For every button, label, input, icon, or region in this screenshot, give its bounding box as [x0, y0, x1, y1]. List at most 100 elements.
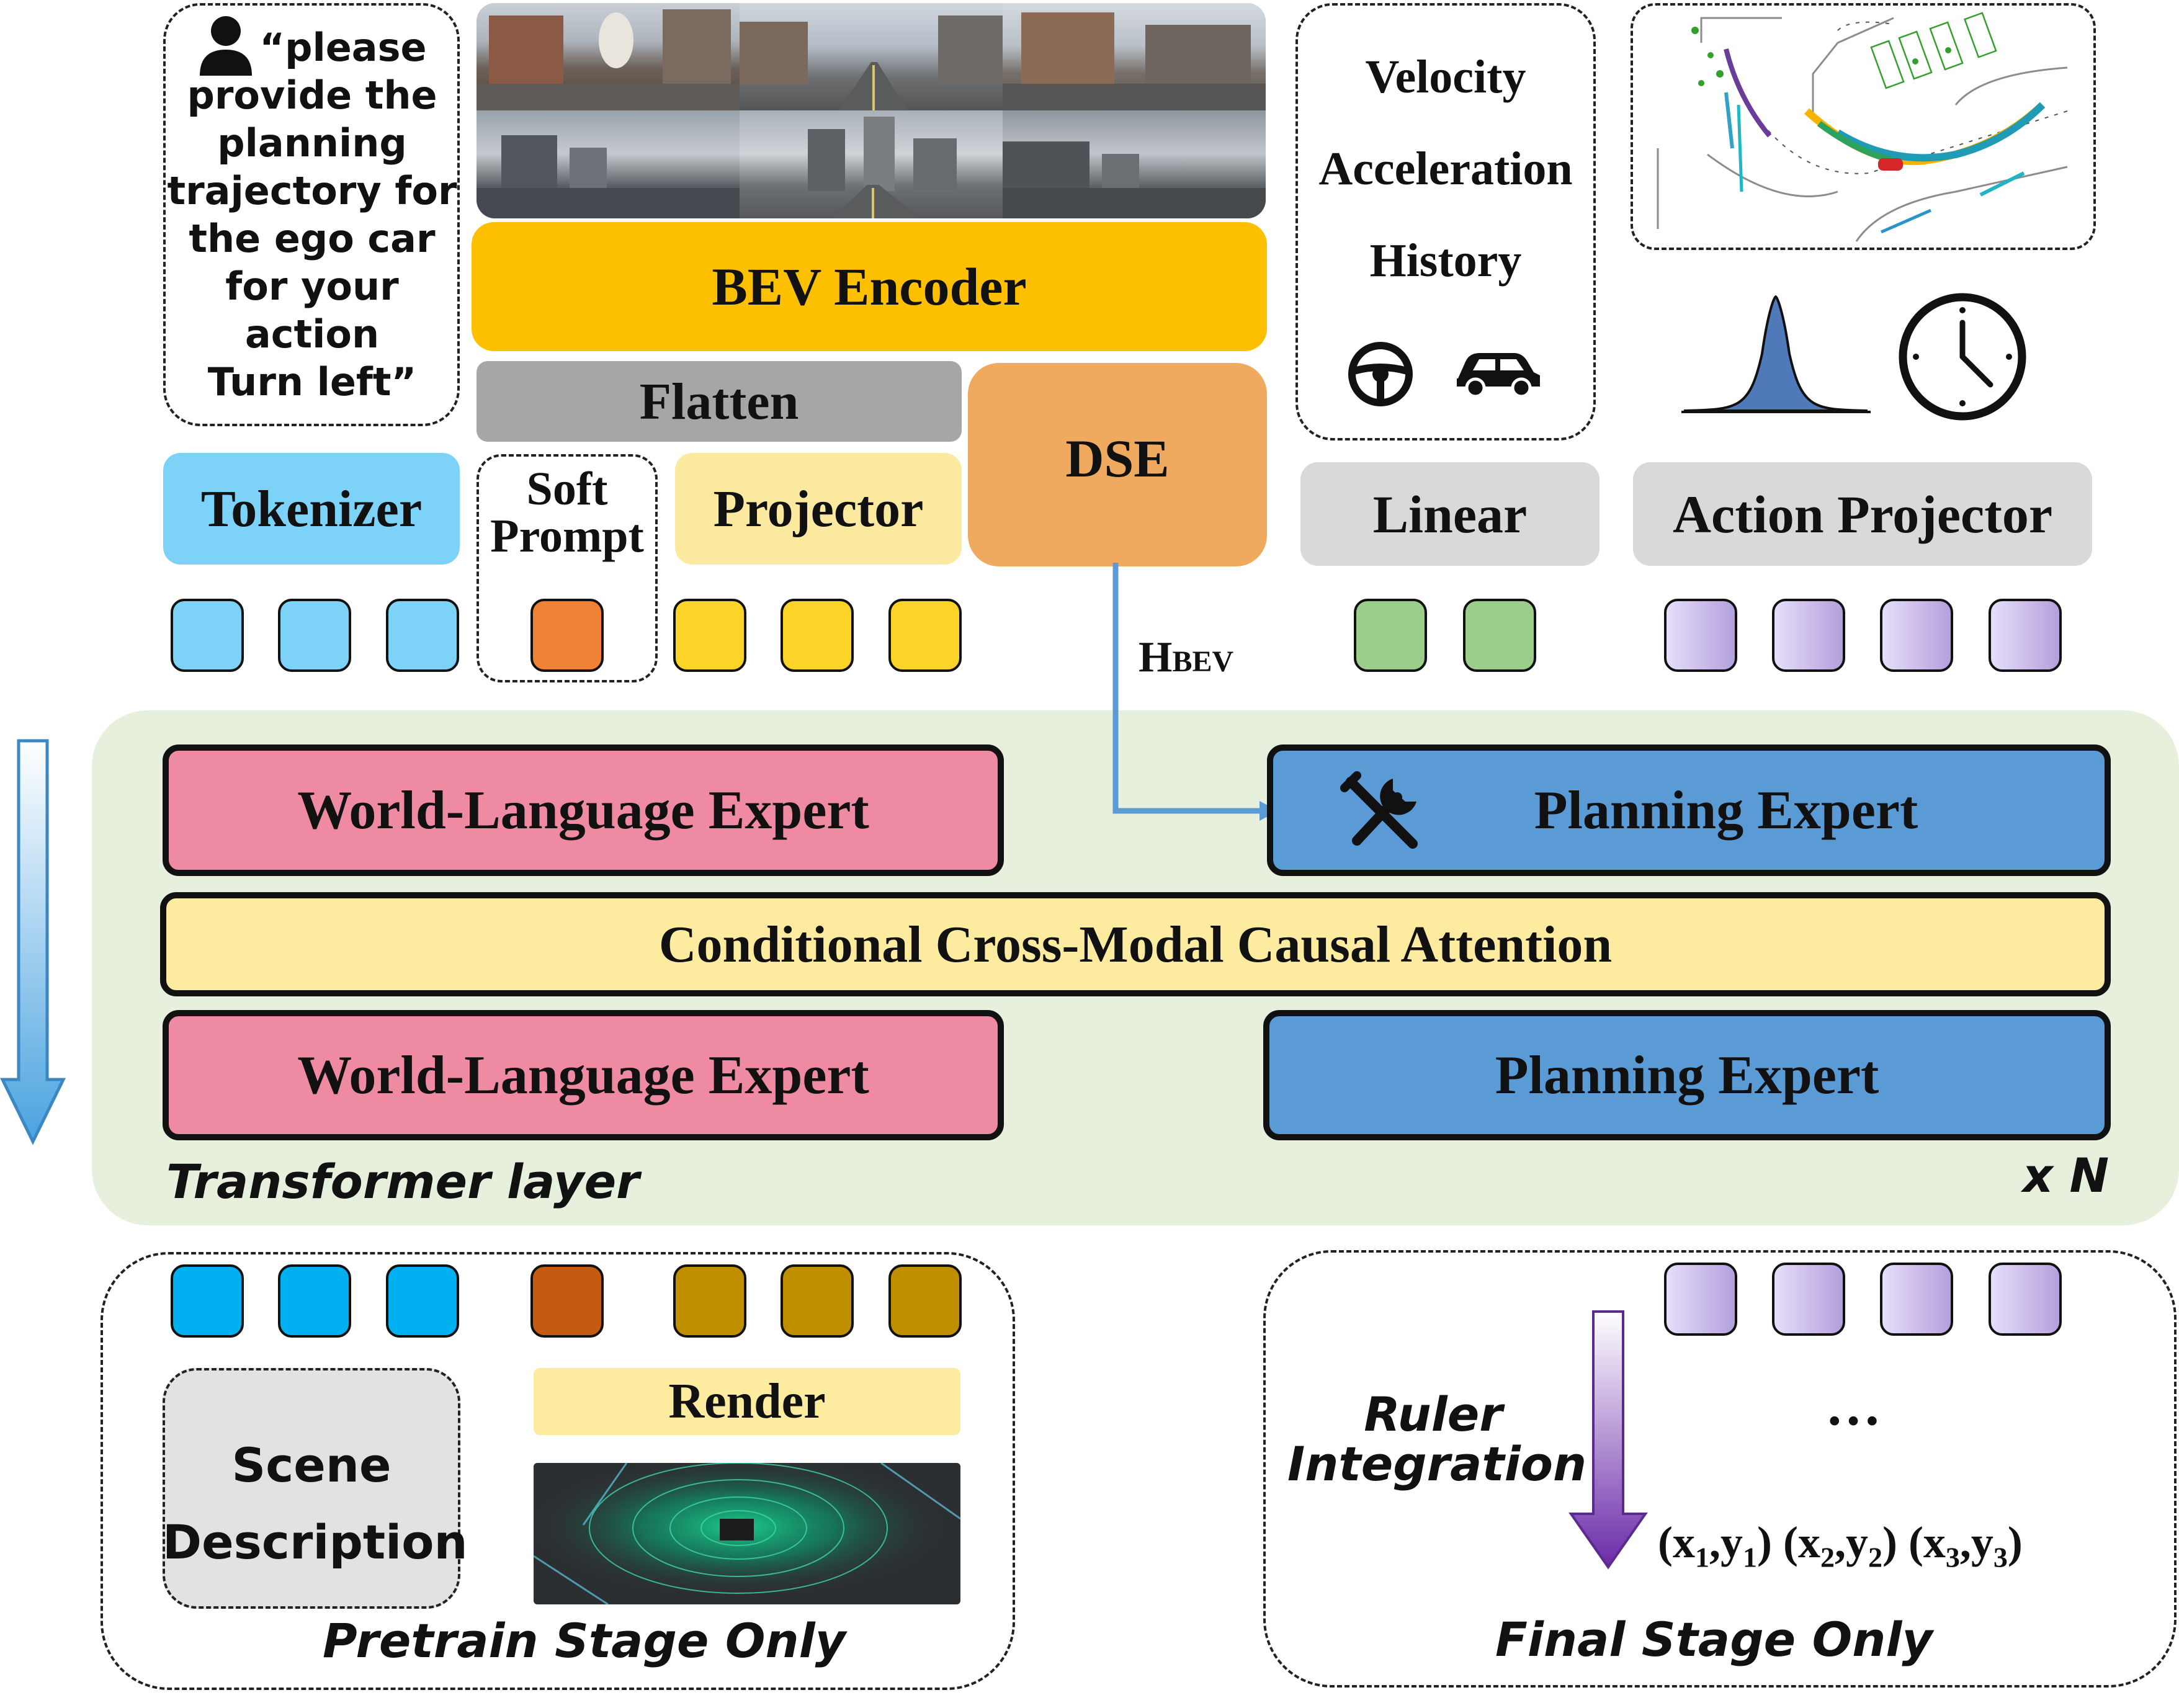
trajectory-point-1: (x1,y1) — [1658, 1518, 1772, 1573]
ego-state-acceleration: Acceleration — [1318, 143, 1573, 195]
point-x: x — [1923, 1518, 1946, 1567]
trajectory-map — [1631, 3, 2096, 250]
data-flow-arrow — [0, 739, 66, 1145]
scene-description-label: Scene Description — [163, 1427, 468, 1581]
world-language-expert-bottom: World-Language Expert — [163, 1010, 1004, 1140]
projector-label: Projector — [713, 480, 924, 538]
transformer-layer-text: Transformer layer — [166, 1154, 640, 1209]
soft-prompt-line: Soft — [526, 463, 608, 515]
output-visual-token — [781, 1264, 854, 1338]
output-soft-prompt-token — [530, 1264, 604, 1338]
point-x: x — [1672, 1518, 1695, 1567]
steering-wheel-icon — [1346, 340, 1415, 408]
hbev-label: HBEV — [1139, 633, 1233, 682]
tokenizer: Tokenizer — [163, 453, 460, 565]
visual-token — [781, 599, 854, 672]
ruler-integration-line: Integration — [1287, 1436, 1587, 1491]
output-visual-token — [888, 1264, 962, 1338]
world-language-expert-bottom-label: World-Language Expert — [297, 1045, 869, 1106]
gaussian-curve-icon — [1681, 292, 1871, 416]
tools-icon — [1338, 769, 1425, 856]
point-x-index: 1 — [1694, 1541, 1709, 1573]
trajectory-point-3: (x3,y3) — [1908, 1518, 2023, 1573]
scene-description-box — [163, 1368, 460, 1609]
repeat-text: x N — [2023, 1148, 2110, 1203]
output-visual-token — [673, 1264, 746, 1338]
action-token — [1880, 599, 1953, 672]
render-label: Render — [668, 1374, 826, 1429]
clock-icon — [1897, 292, 2028, 422]
action-token — [1664, 599, 1737, 672]
prompt-line: Turn left” — [207, 359, 417, 405]
pretrain-caption-text: Pretrain Stage Only — [323, 1613, 846, 1668]
world-language-expert-top: World-Language Expert — [163, 744, 1004, 876]
car-icon — [1452, 344, 1545, 400]
prompt-line: planning — [217, 120, 407, 166]
point-x: x — [1797, 1518, 1820, 1567]
camera-back-image — [740, 110, 1003, 218]
output-action-token — [1664, 1263, 1737, 1336]
camera-grid — [477, 3, 1266, 218]
linear: Linear — [1300, 462, 1600, 566]
point-x-index: 2 — [1820, 1541, 1835, 1573]
prompt-text: “please provide the planning trajectory … — [166, 24, 458, 406]
user-icon — [197, 14, 254, 76]
visual-token — [673, 599, 746, 672]
output-action-token — [1989, 1263, 2062, 1336]
camera-back-left-image — [477, 110, 740, 218]
camera-front-left-image — [477, 3, 740, 110]
trajectory-point-2: (x2,y2) — [1783, 1518, 1897, 1573]
prompt-line: “please — [259, 25, 427, 70]
trajectory-map-drawing — [1657, 12, 2068, 242]
point-y: y — [1720, 1518, 1743, 1567]
attention-label: Conditional Cross-Modal Causal Attention — [658, 915, 1613, 973]
world-language-expert-top-label: World-Language Expert — [297, 780, 869, 841]
output-text-token — [171, 1264, 244, 1338]
flatten: Flatten — [477, 361, 962, 442]
dse-label: DSE — [1065, 429, 1170, 488]
point-y-index: 1 — [1742, 1541, 1757, 1573]
scene-description-line: Description — [163, 1514, 468, 1570]
soft-prompt-box — [477, 454, 658, 682]
dse: DSE — [968, 363, 1267, 566]
conditional-cross-modal-causal-attention: Conditional Cross-Modal Causal Attention — [160, 892, 2111, 996]
flatten-label: Flatten — [639, 372, 799, 431]
hbev-arrow — [1112, 563, 1278, 821]
planning-expert-top-label: Planning Expert — [1534, 780, 1918, 841]
scene-description-line: Scene — [231, 1437, 392, 1493]
point-y: y — [1845, 1518, 1868, 1567]
soft-prompt-token — [530, 599, 604, 672]
hbev-sub: BEV — [1172, 645, 1234, 678]
planning-expert-bottom-label: Planning Expert — [1495, 1045, 1879, 1106]
point-y-index: 2 — [1868, 1541, 1882, 1573]
trajectory-ellipsis: … — [1825, 1374, 1881, 1438]
action-projector-label: Action Projector — [1672, 484, 2053, 544]
prompt-line: provide the — [187, 73, 437, 118]
point-y: y — [1971, 1518, 1993, 1567]
ruler-integration-label: Ruler Integration — [1287, 1390, 1587, 1491]
render: Render — [534, 1368, 960, 1435]
prompt-line: for your — [225, 264, 399, 309]
prompt-box — [163, 3, 460, 426]
ego-state-history: History — [1369, 235, 1522, 287]
bev-encoder: BEV Encoder — [472, 222, 1267, 351]
output-text-token — [278, 1264, 351, 1338]
soft-prompt-line: Prompt — [490, 510, 644, 562]
final-caption-text: Final Stage Only — [1495, 1612, 1933, 1667]
repeat-label: x N — [2023, 1148, 2109, 1203]
action-token — [1772, 599, 1845, 672]
visual-token — [888, 599, 962, 672]
ego-state-text: Velocity Acceleration History — [1298, 31, 1593, 306]
linear-label: Linear — [1372, 484, 1528, 544]
prompt-line: the ego car — [189, 216, 436, 261]
output-action-token — [1880, 1263, 1953, 1336]
ego-state-velocity: Velocity — [1365, 51, 1526, 103]
action-token — [1989, 599, 2062, 672]
tokenizer-label: Tokenizer — [200, 480, 423, 538]
render-lidar-image — [534, 1463, 960, 1604]
action-projector: Action Projector — [1633, 462, 2092, 566]
soft-prompt-label: Soft Prompt — [479, 465, 655, 560]
camera-back-right-image — [1003, 110, 1266, 218]
output-action-token — [1772, 1263, 1845, 1336]
ellipsis-text: … — [1825, 1375, 1881, 1437]
